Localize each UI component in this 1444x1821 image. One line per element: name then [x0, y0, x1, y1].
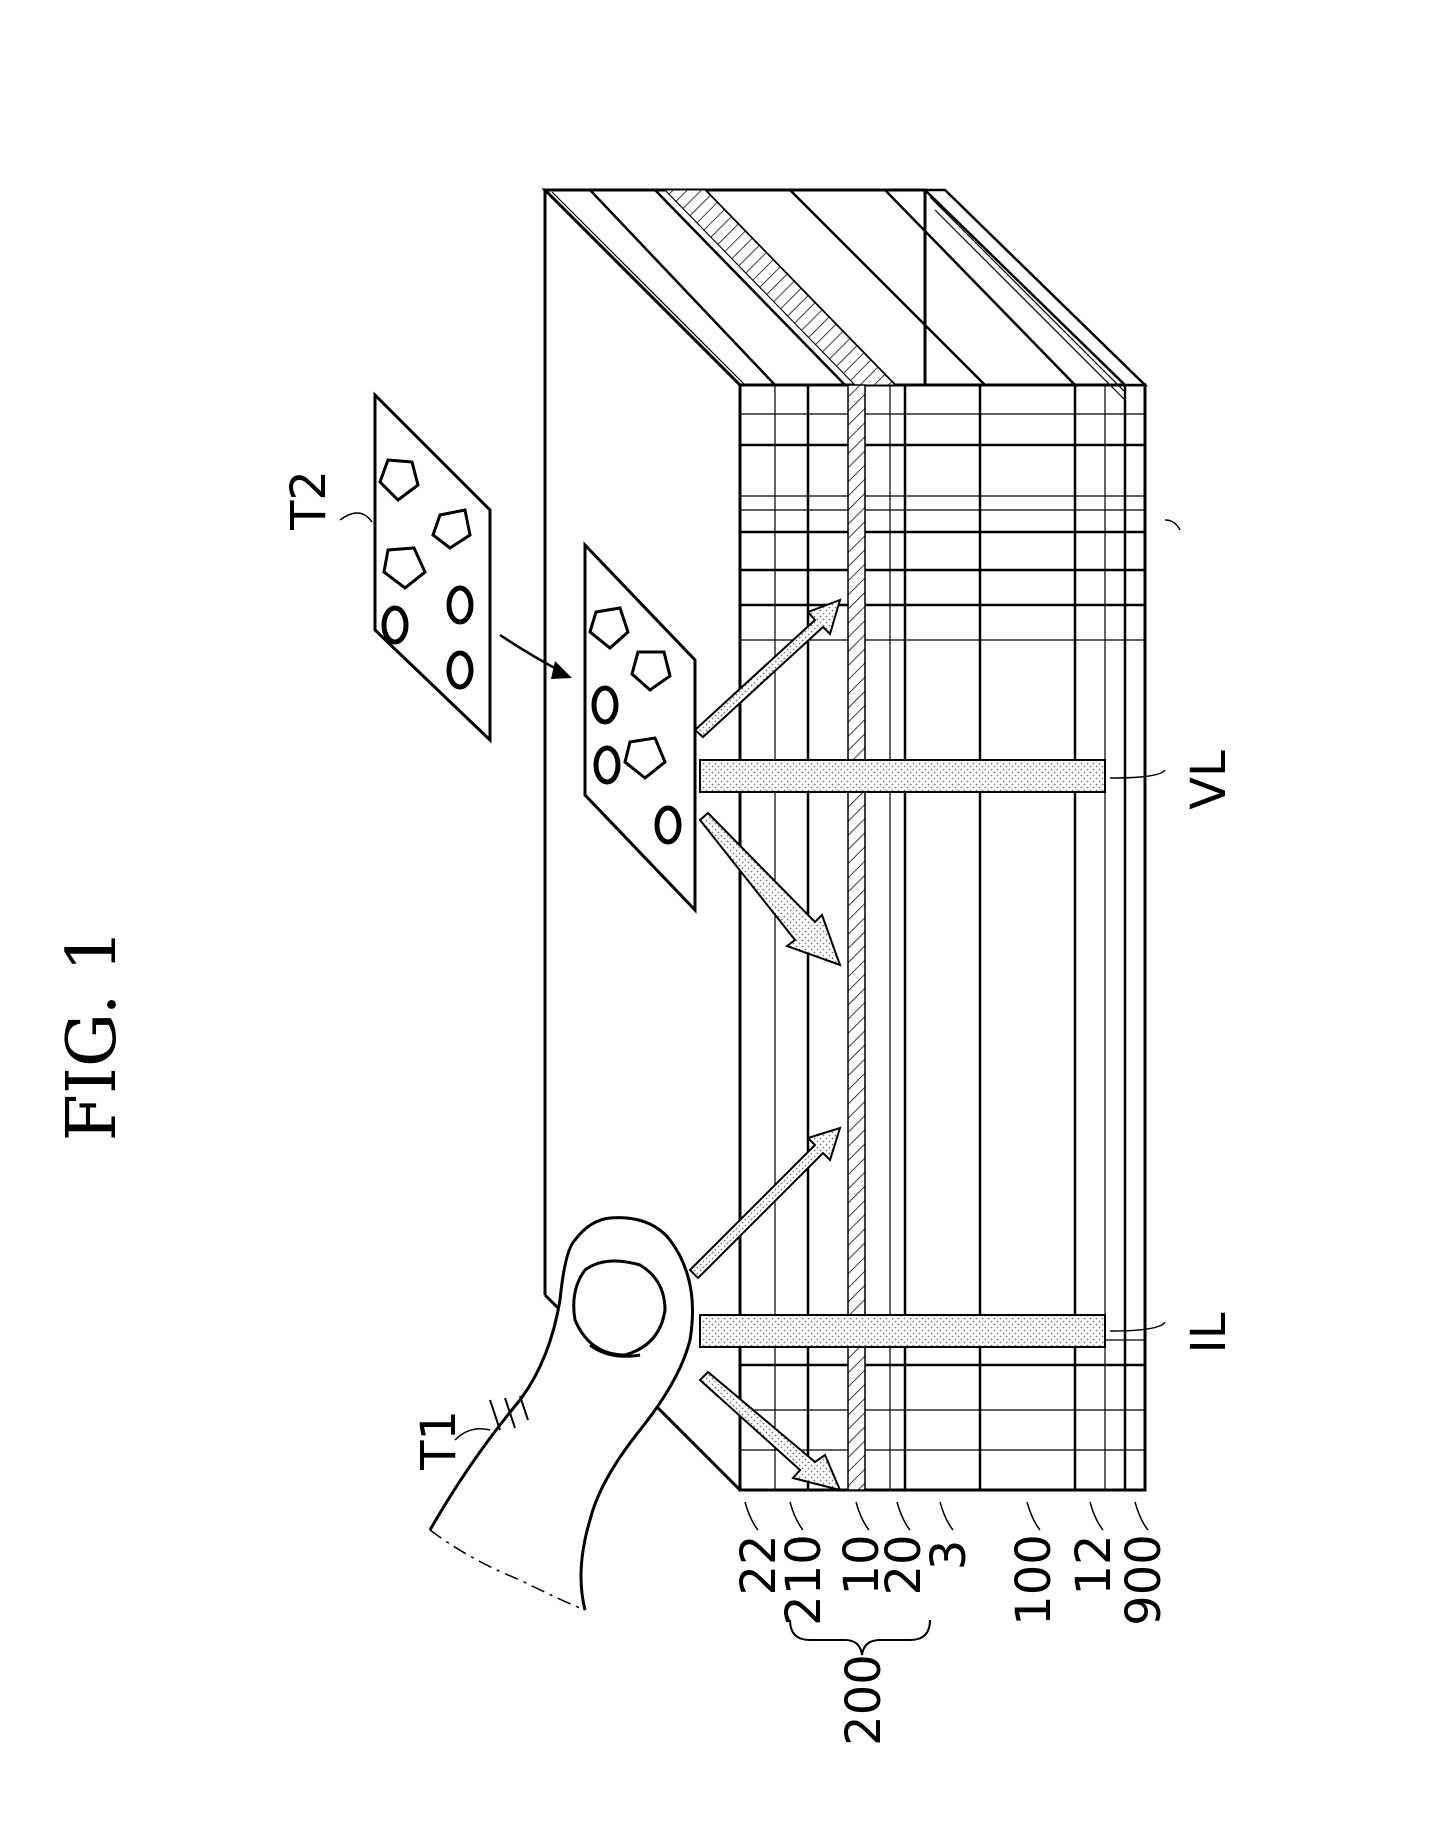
label-vl: VL [1181, 750, 1237, 810]
transfer-arrow [500, 635, 562, 672]
group-label-200: 200 [836, 1654, 892, 1746]
layer-label-12: 12 [1066, 1534, 1122, 1595]
layer-label-210: 210 [776, 1534, 832, 1626]
figure-title: FIG. 1 [53, 929, 132, 1141]
sample-t2-source [375, 395, 490, 740]
label-t2: T2 [281, 470, 337, 531]
layer-leaders [745, 1502, 1148, 1530]
sample-on-stack [585, 545, 695, 910]
layer-label-3: 3 [921, 1540, 977, 1571]
layer-label-100: 100 [1006, 1534, 1062, 1626]
layer-label-900: 900 [1116, 1534, 1172, 1626]
beam-il [700, 1315, 1105, 1347]
label-il: IL [1181, 1312, 1237, 1353]
finger-t1 [430, 1218, 693, 1610]
label-t1: T1 [411, 1410, 467, 1471]
beam-vl [700, 760, 1105, 792]
